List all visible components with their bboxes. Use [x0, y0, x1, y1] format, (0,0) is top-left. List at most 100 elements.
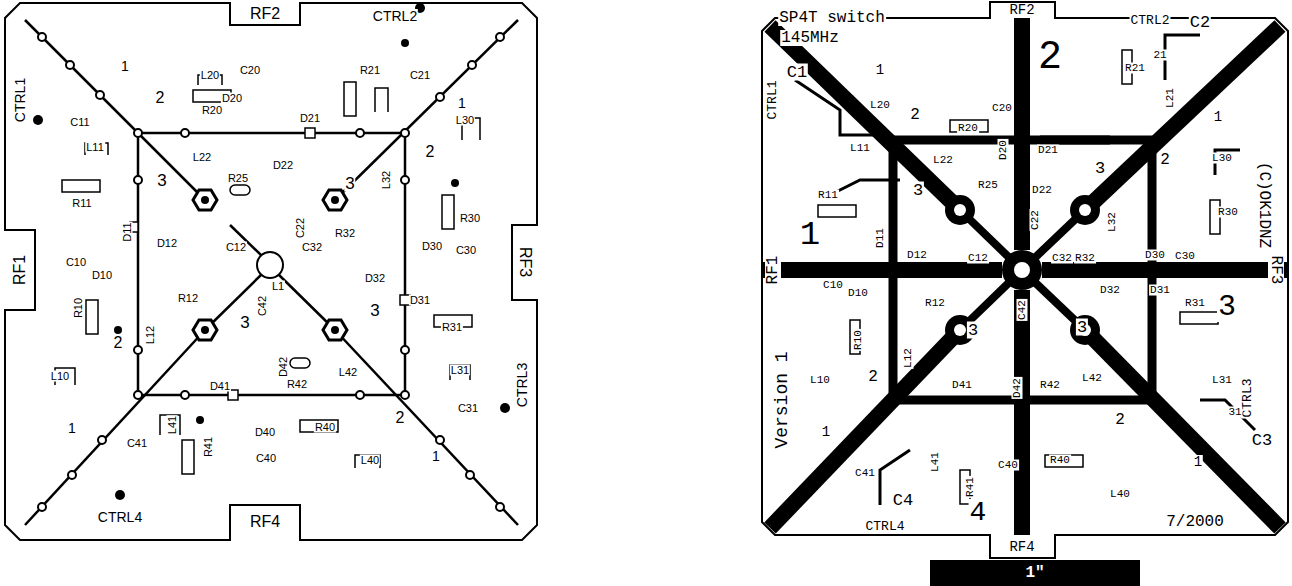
board-label: L42	[1081, 373, 1103, 384]
board-label: R42	[286, 379, 308, 390]
board-label: 2	[1159, 152, 1171, 168]
board-label: D42	[1012, 377, 1023, 399]
board-label: L31	[1211, 375, 1233, 386]
board-label: C12	[225, 242, 247, 253]
board-label: D42	[278, 356, 289, 378]
board-label: R41	[965, 476, 976, 498]
board-label: C1	[786, 64, 808, 81]
board-label: L41	[930, 451, 941, 473]
board-label: R12	[924, 298, 946, 309]
board-label: 2	[1114, 412, 1126, 428]
board-label: C40	[255, 453, 277, 464]
board-label: 2	[867, 369, 879, 385]
board-label: L20	[869, 100, 891, 111]
board-label: L12	[903, 347, 914, 369]
board-label: 3	[369, 302, 380, 319]
board-label: L12	[145, 325, 156, 345]
board-label: D21	[299, 113, 321, 124]
board-label: 4	[969, 499, 988, 527]
board-label: C41	[854, 468, 876, 479]
board-label: D22	[1031, 185, 1053, 196]
board-label: 1	[1193, 455, 1203, 469]
board-label: RF1	[12, 254, 28, 286]
board-label: D12	[906, 250, 928, 261]
board-label: R21	[359, 65, 381, 76]
board-label: D20	[221, 93, 243, 104]
board-label: R20	[201, 105, 223, 116]
board-label: D41	[209, 381, 231, 392]
board-label: L21	[1165, 87, 1176, 109]
board-label: R31	[1184, 298, 1206, 309]
board-label: L30	[455, 115, 475, 126]
board-label: CTRL1	[13, 77, 27, 123]
board-label: CTRL3	[515, 362, 529, 408]
board-label: D32	[1099, 285, 1121, 296]
board-label: R30	[1217, 207, 1239, 218]
board-label: 2	[395, 410, 406, 426]
board-label: 1	[431, 449, 441, 463]
board-label: L10	[50, 371, 70, 382]
board-label: R32	[334, 228, 356, 239]
board-label: SP4T switch	[778, 10, 886, 26]
board-label: 1	[799, 218, 821, 252]
board-label: C21	[409, 70, 431, 81]
board-label: D10	[91, 270, 113, 281]
board-label: D41	[951, 380, 973, 391]
board-label: 3	[1217, 292, 1237, 322]
board-label: CTRL1	[766, 79, 779, 120]
board-label: R40	[1049, 455, 1071, 466]
board-label: 2	[113, 335, 124, 351]
board-label: 21	[1152, 50, 1167, 61]
board-label: C31	[457, 403, 479, 414]
board-label: R25	[227, 173, 249, 184]
board-label: RF1	[765, 255, 781, 286]
board-label: 1	[67, 421, 77, 435]
board-label: D12	[156, 238, 178, 249]
board-label: C40	[997, 460, 1019, 471]
board-label: 3	[967, 322, 979, 339]
board-label: C2	[1189, 14, 1211, 31]
board-label: R25	[977, 180, 999, 191]
board-label: D31	[1149, 285, 1171, 296]
board-label: 1	[457, 96, 467, 110]
board-label: L1	[271, 281, 285, 292]
board-label: C22	[295, 217, 306, 239]
board-label: L30	[1211, 153, 1233, 164]
board-label: D30	[1144, 250, 1166, 261]
board-label: L11	[85, 142, 105, 153]
board-label: C41	[126, 438, 148, 449]
board-label: D30	[421, 241, 443, 252]
board-label: C20	[239, 65, 261, 76]
board-label: C42	[257, 295, 268, 317]
board-label: C4	[892, 492, 914, 509]
board-label: RF3	[1268, 255, 1284, 286]
board-label: Version 1	[773, 350, 791, 449]
board-label: RF3	[517, 246, 533, 278]
board-label: R11	[817, 190, 839, 201]
board-label: L41	[167, 415, 178, 435]
board-label: 2	[1037, 38, 1063, 78]
board-label: R10	[853, 329, 864, 351]
board-label: R42	[1039, 380, 1061, 391]
board-label: CTRL4	[97, 510, 143, 524]
board-label: C10	[822, 280, 844, 291]
board-label: D11	[875, 227, 886, 249]
board-label: 1	[821, 425, 831, 439]
board-label: C22	[1030, 209, 1041, 231]
board-label: 1	[875, 63, 885, 77]
board-label: 145MHz	[780, 30, 840, 46]
board-label: R12	[177, 293, 199, 304]
board-label: D10	[847, 288, 869, 299]
board-label: C12	[967, 253, 989, 264]
board-label: D22	[272, 160, 294, 171]
board-label: L22	[932, 155, 954, 166]
board-label: C10	[65, 257, 87, 268]
board-label: RF2	[249, 6, 281, 22]
board-label: 3	[1094, 160, 1106, 177]
board-label: D31	[409, 295, 431, 306]
board-label: 7/2000	[1165, 514, 1225, 530]
board-label: D40	[254, 427, 276, 438]
board-label: 3	[156, 172, 167, 189]
board-label: D11	[122, 221, 133, 242]
